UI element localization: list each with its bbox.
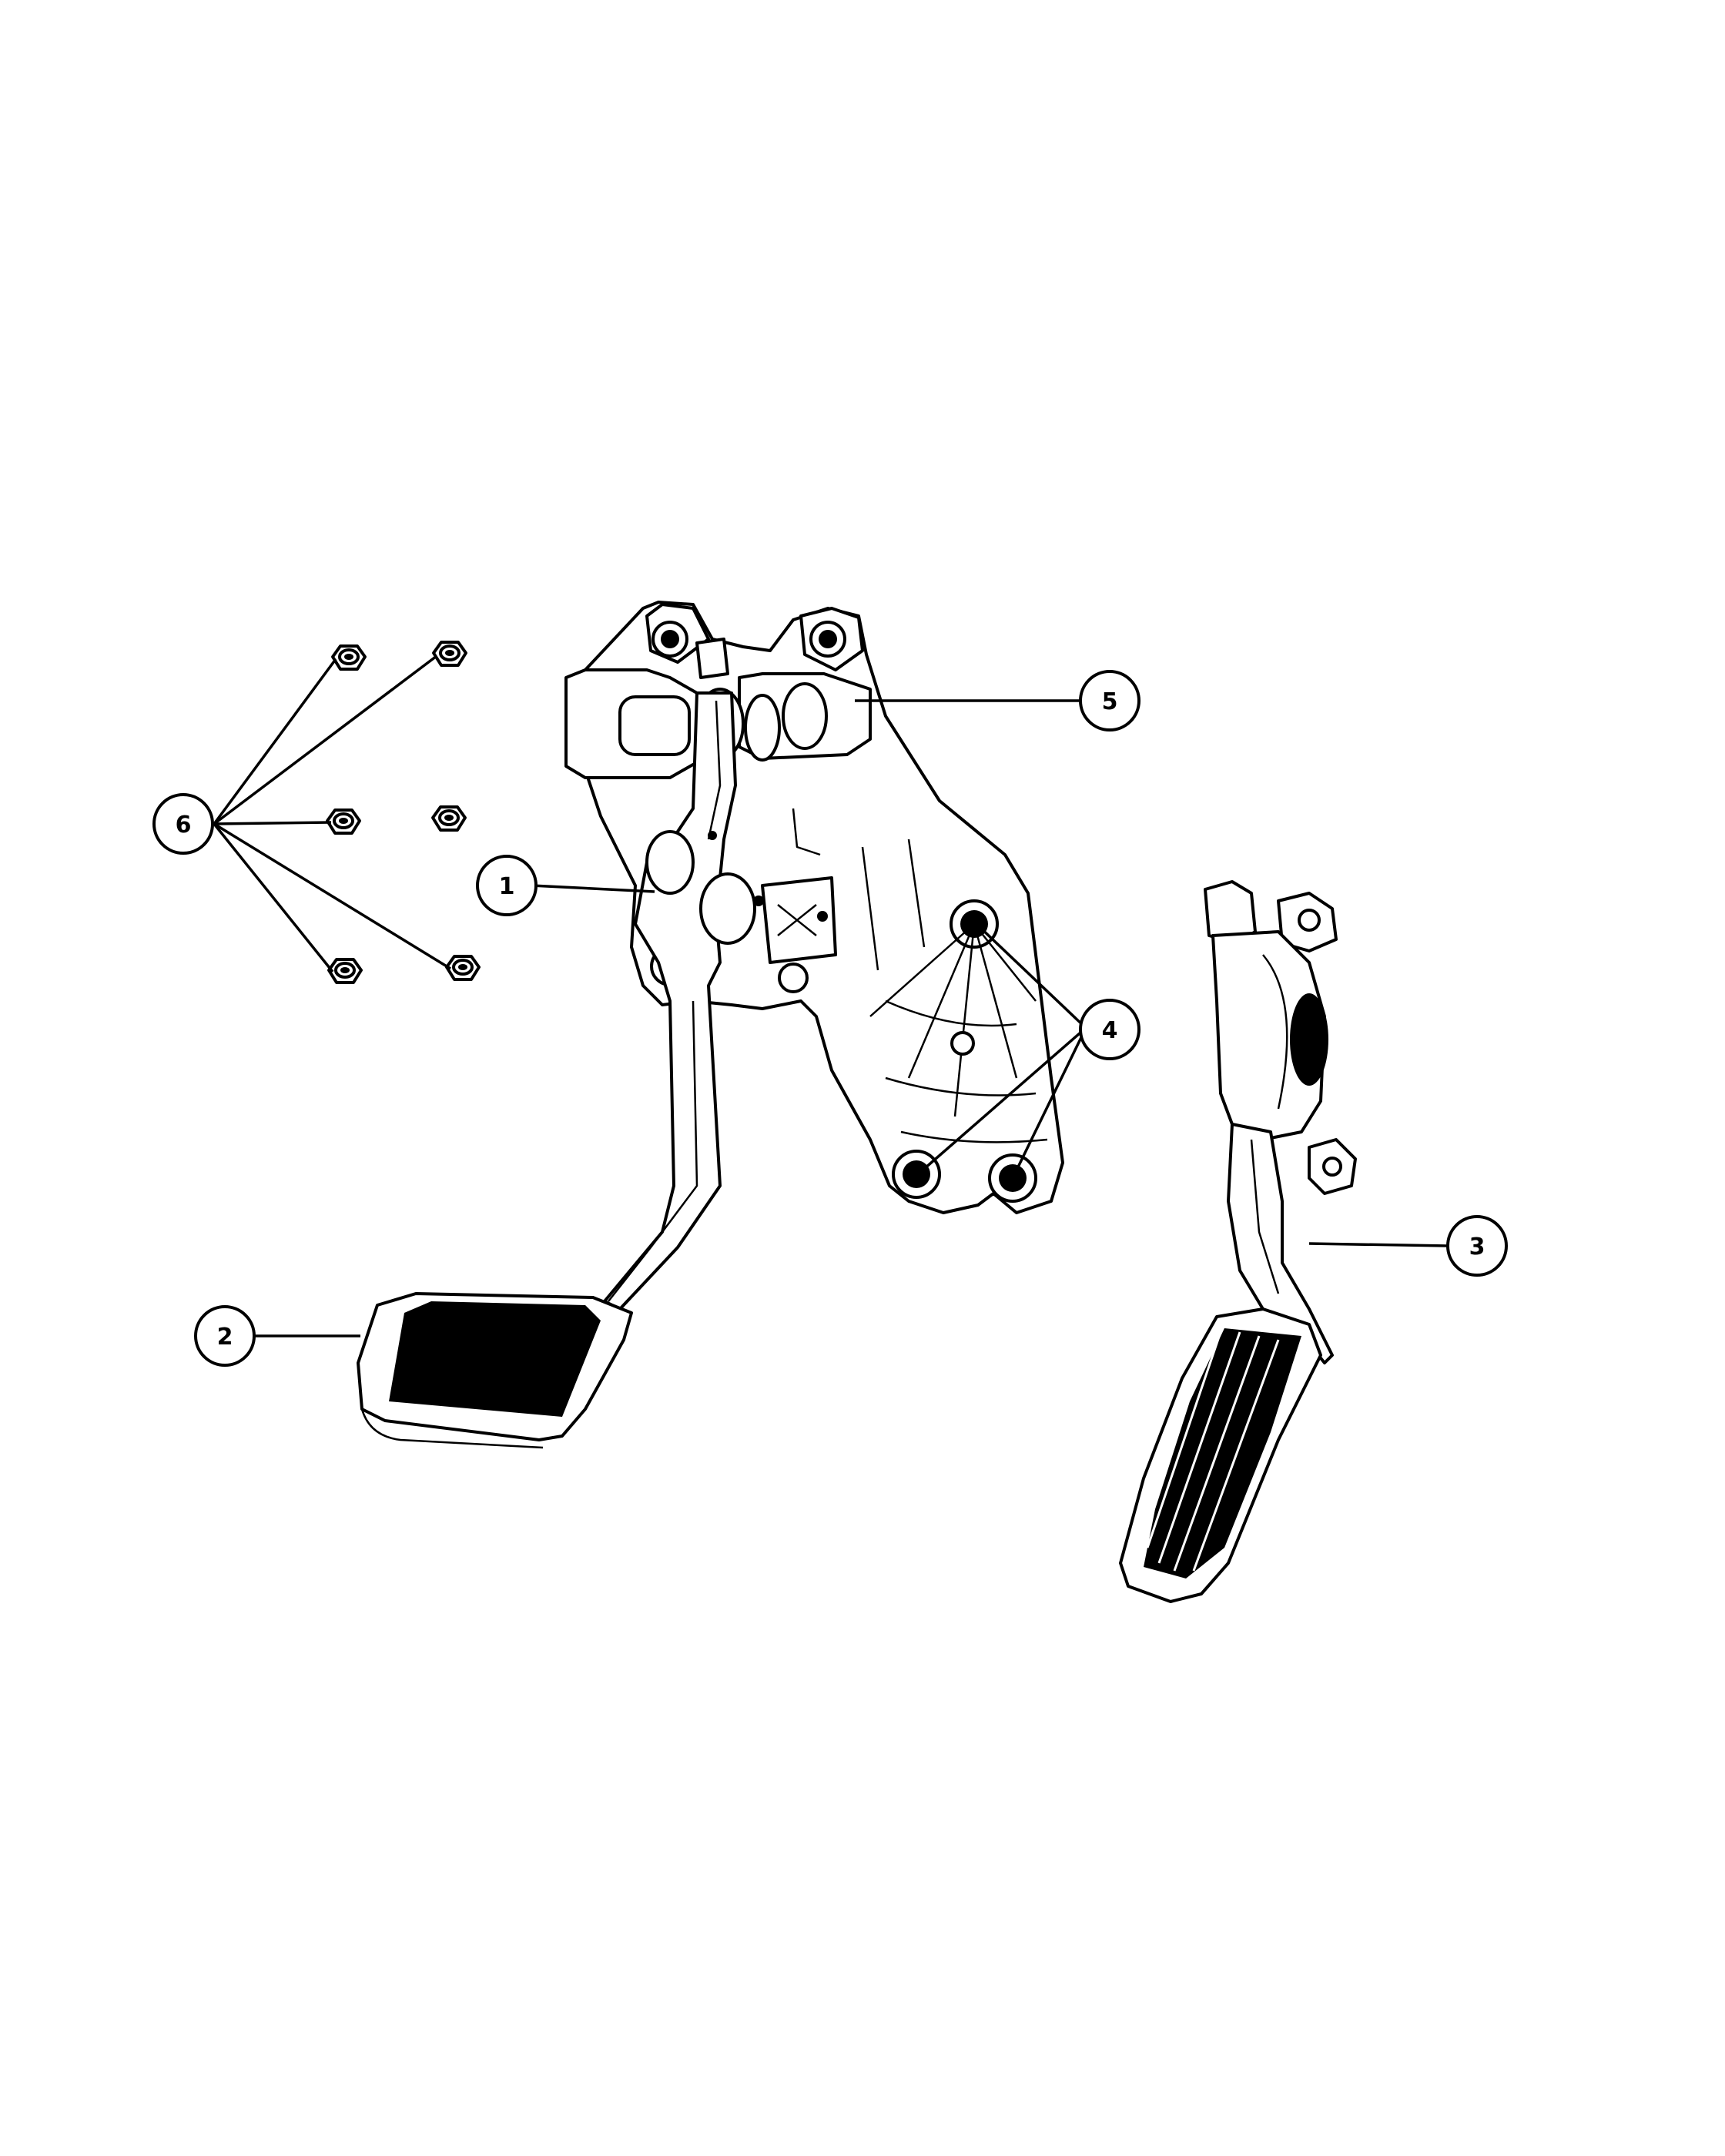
callout-label: 2 (217, 1324, 233, 1351)
nut (432, 641, 467, 667)
brake-pedal-pad (357, 1292, 633, 1449)
callout-label: 3 (1469, 1234, 1486, 1260)
callout-4: 4 (1079, 999, 1141, 1060)
callout-label: 6 (176, 812, 192, 839)
pedal-support-bracket (564, 601, 1064, 1214)
accelerator-pedal (1119, 880, 1357, 1603)
callout-6: 6 (152, 793, 214, 855)
callout-1: 1 (476, 855, 538, 916)
nut (326, 808, 361, 835)
callout-label: 5 (1102, 688, 1118, 715)
callout-5: 5 (1079, 670, 1141, 732)
nut (331, 644, 367, 671)
callout-label: 4 (1102, 1017, 1118, 1044)
callout-2: 2 (194, 1305, 256, 1367)
callout-label: 1 (499, 873, 515, 900)
nut (327, 958, 363, 984)
nut-group (326, 641, 481, 984)
nut (431, 805, 467, 832)
leader-lines (213, 654, 1449, 1337)
nut (445, 955, 481, 981)
callout-3: 3 (1446, 1215, 1508, 1277)
